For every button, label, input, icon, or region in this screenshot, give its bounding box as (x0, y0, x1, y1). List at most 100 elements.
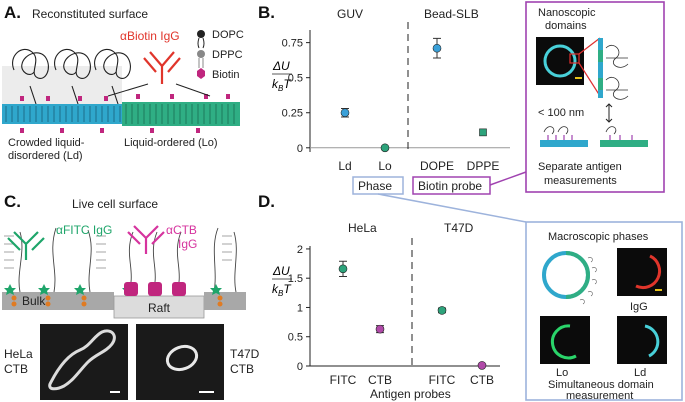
t47d-label-1: T47D (230, 347, 260, 361)
macroscopic-inset: Macroscopic phases IgG Lo Ld Simultaneou… (525, 221, 683, 402)
panel-c-title: Live cell surface (72, 197, 158, 211)
glycan-ticks (4, 235, 232, 269)
ctb-icons (124, 282, 186, 296)
panel-b-group-guv: GUV (337, 7, 363, 21)
macroscopic-caption-1: Simultaneous domain (548, 379, 654, 391)
panel-d-ylabel-bottom: kBT (272, 282, 292, 298)
y-tick-label: 0.5 (288, 332, 303, 344)
panel-a: A. Reconstituted surface (2, 3, 244, 162)
panel-a-label: A. (4, 3, 21, 22)
macro-label-ld: Ld (634, 367, 646, 379)
legend-dopc: DOPC (212, 29, 244, 41)
nanoscopic-caption-1: Separate antigen (538, 161, 622, 173)
fitc-anchors (11, 295, 223, 307)
panel-c: C. Live cell surface Bulk Raft (2, 192, 260, 400)
data-point (380, 143, 390, 153)
x-tick-label: DOPE (420, 159, 454, 173)
lo-micrograph (540, 316, 590, 364)
data-point (437, 306, 447, 315)
data-point (375, 324, 385, 334)
data-point (477, 361, 487, 370)
panel-d-group-t47d: T47D (444, 221, 474, 235)
phase-label: Phase (358, 179, 392, 193)
hela-label-1: HeLa (4, 347, 33, 361)
dopc-icon (197, 30, 205, 38)
anti-fitc-label: αFITC IgG (56, 223, 112, 237)
anti-biotin-igg-icon (143, 51, 181, 84)
panel-a-title: Reconstituted surface (32, 7, 148, 21)
anti-ctb-label-1: αCTB (166, 223, 197, 237)
y-tick-label: 0.25 (282, 108, 303, 120)
macro-label-lo: Lo (556, 367, 568, 379)
x-tick-label: FITC (330, 373, 357, 387)
polymer-coils (12, 48, 131, 105)
panel-b-label: B. (258, 3, 275, 22)
binding-arrows (107, 83, 211, 97)
y-tick-label: 0 (297, 361, 303, 373)
biotin-icon (197, 68, 205, 79)
nanoscopic-inset: Nanoscopic domains < 100 nm Separate ant… (525, 1, 665, 193)
lo-bilayer (122, 102, 240, 126)
lo-lipid-tails (125, 104, 235, 124)
macro-label-igg: IgG (630, 301, 648, 313)
data-point (340, 108, 350, 118)
anti-ctb-igg-icon (127, 225, 165, 254)
y-tick-label: 0 (297, 143, 303, 155)
biotin-markers (20, 94, 230, 133)
x-tick-label: CTB (368, 373, 392, 387)
legend-biotin: Biotin (212, 69, 240, 81)
x-tick-label: Lo (378, 159, 392, 173)
biotin-probe-box (412, 176, 491, 195)
y-tick-label: 0.5 (288, 73, 303, 85)
x-tick-label: CTB (470, 373, 494, 387)
hela-label-2: CTB (4, 362, 28, 376)
data-point (432, 43, 442, 53)
panel-b-group-bead: Bead-SLB (424, 7, 479, 21)
y-tick-label: 1.5 (288, 273, 303, 285)
ld-strip (540, 140, 588, 147)
biotin-probe-label: Biotin probe (418, 179, 482, 193)
nanoscopic-scale: < 100 nm (538, 107, 584, 119)
panel-b-ylabel-bottom: kBT (272, 77, 292, 93)
macroscopic-title: Macroscopic phases (548, 231, 649, 243)
ld-micrograph (617, 316, 667, 364)
data-point (479, 128, 487, 137)
nanoscopic-title-2: domains (545, 20, 587, 32)
y-tick-label: 0.75 (282, 38, 303, 50)
legend: DOPC DPPC Biotin (197, 29, 244, 81)
lo-label: Liquid-ordered (Lo) (124, 137, 218, 149)
panel-c-label: C. (4, 192, 21, 211)
panel-d-ylabel-top: ΔU (272, 264, 290, 278)
igg-label: αBiotin IgG (120, 29, 180, 43)
panel-d-group-hela: HeLa (348, 221, 377, 235)
t47d-label-2: CTB (230, 362, 254, 376)
panel-d-label: D. (258, 192, 275, 211)
fitc-antigen-icons (4, 284, 222, 295)
y-tick-label: 2 (297, 244, 303, 256)
anti-ctb-label-2: IgG (178, 237, 197, 251)
lo-strip (600, 140, 648, 147)
macroscopic-caption-2: measurement (566, 390, 633, 402)
ld-label-1: Crowded liquid- (8, 137, 85, 149)
nanoscopic-border (525, 1, 665, 193)
raft-label: Raft (148, 301, 171, 315)
ld-lipid-tails (5, 106, 121, 122)
nanoscopic-title-1: Nanoscopic (538, 7, 596, 19)
x-tick-label: Ld (338, 159, 351, 173)
bulk-label: Bulk (22, 294, 46, 308)
nanoscopic-caption-2: measurements (544, 175, 617, 187)
x-tick-label: FITC (429, 373, 456, 387)
y-tick-label: 1 (297, 302, 303, 314)
x-tick-label: DPPE (467, 159, 500, 173)
data-point (338, 264, 348, 274)
bulk-membrane (2, 292, 114, 310)
anti-fitc-igg-icon (7, 231, 45, 260)
panel-d-xlabel: Antigen probes (370, 387, 451, 401)
legend-dppc: DPPC (212, 49, 243, 61)
ld-bilayer (2, 104, 122, 124)
ld-label-2: disordered (Ld) (8, 150, 83, 162)
t47d-micrograph (136, 324, 224, 400)
